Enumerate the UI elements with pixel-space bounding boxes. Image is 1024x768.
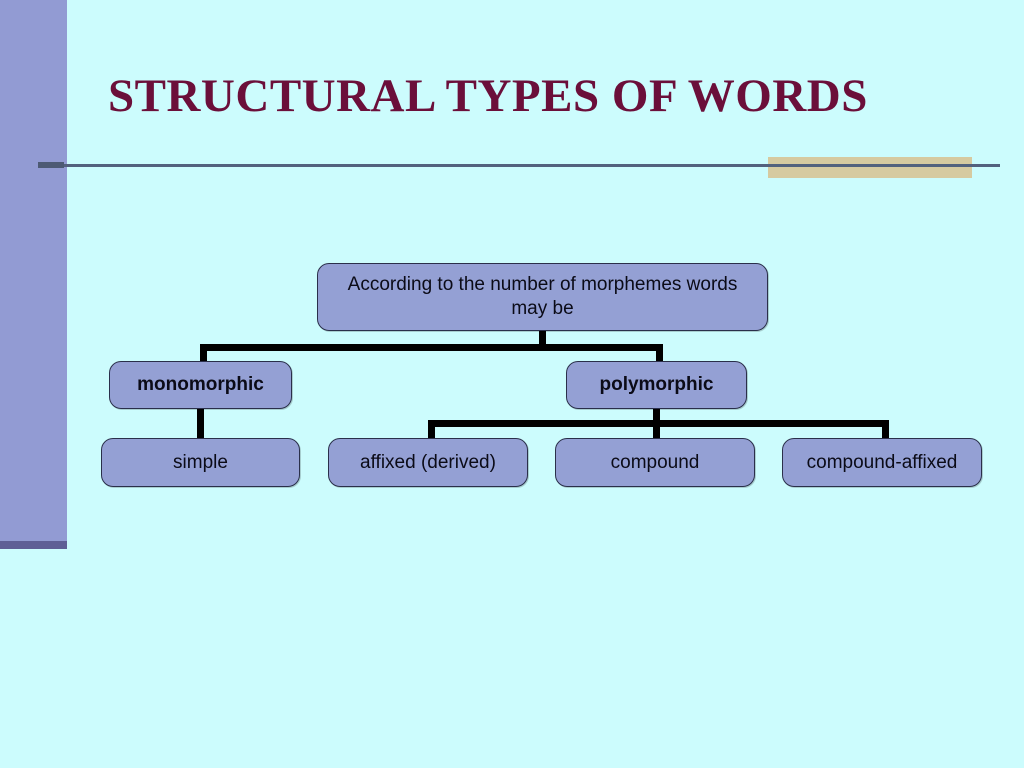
title-accent-bar	[768, 157, 972, 178]
tree-node-root[interactable]: According to the number of morphemes wor…	[317, 263, 768, 331]
sidebar-decorative-foot	[0, 541, 67, 549]
connector-level2-crossbar	[200, 344, 663, 351]
tree-node-compound-affixed[interactable]: compound-affixed	[782, 438, 982, 487]
title-divider-rule	[38, 164, 1000, 167]
connector-to-compound-affixed	[882, 420, 889, 440]
tree-node-polymorphic[interactable]: polymorphic	[566, 361, 747, 409]
connector-polymorphic-stem	[653, 409, 660, 423]
tree-node-affixed-derived[interactable]: affixed (derived)	[328, 438, 528, 487]
connector-to-compound	[653, 420, 660, 440]
tree-node-monomorphic[interactable]: monomorphic	[109, 361, 292, 409]
tree-node-compound[interactable]: compound	[555, 438, 755, 487]
connector-to-polymorphic	[656, 344, 663, 364]
connector-to-monomorphic	[200, 344, 207, 364]
title-divider-cap	[38, 162, 64, 168]
connector-root-stem	[539, 331, 546, 350]
connector-to-simple	[197, 409, 204, 440]
connector-to-affixed	[428, 420, 435, 440]
tree-node-simple[interactable]: simple	[101, 438, 300, 487]
sidebar-decorative-band	[0, 0, 67, 541]
page-title: STRUCTURAL TYPES OF WORDS	[108, 70, 868, 122]
